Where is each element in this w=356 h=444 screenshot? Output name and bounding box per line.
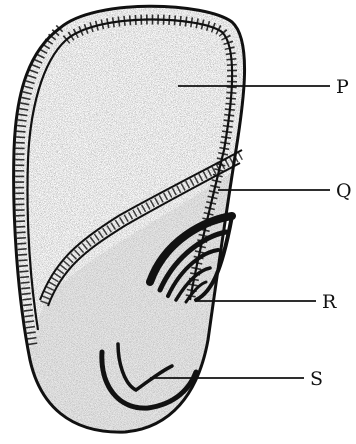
- label-s: S: [310, 368, 323, 390]
- label-p: P: [336, 76, 349, 98]
- label-r: R: [322, 291, 337, 313]
- label-q: Q: [336, 180, 352, 202]
